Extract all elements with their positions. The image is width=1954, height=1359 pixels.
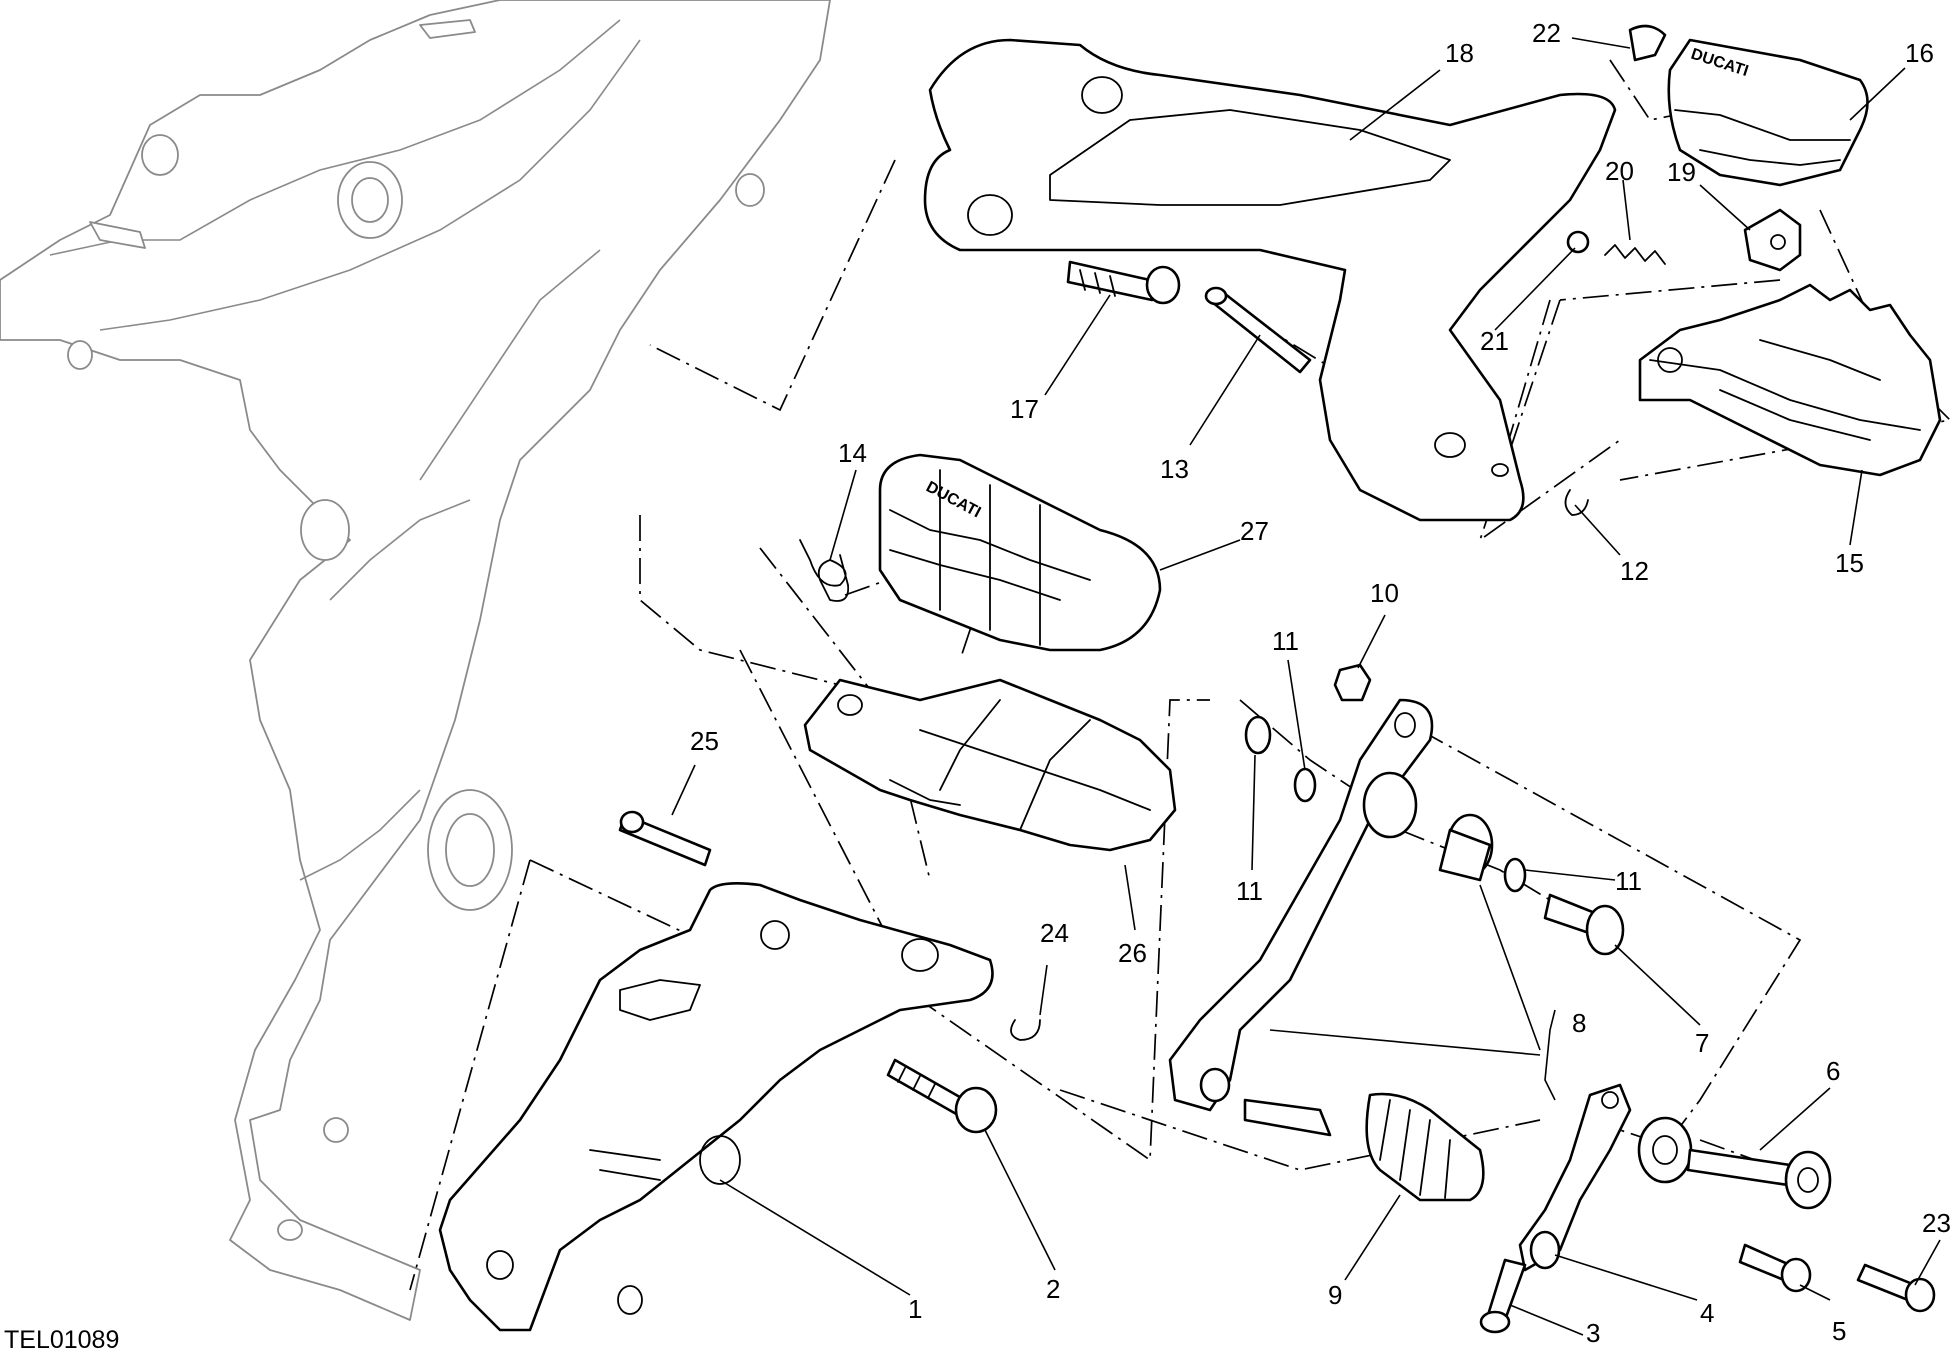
- drawing-code: TEL01089: [4, 1326, 120, 1354]
- part-27-serrated-footpeg: [803, 678, 1177, 852]
- part-24-bolt: [1856, 1263, 1936, 1313]
- label-4: 4: [1700, 1298, 1714, 1328]
- part-19-upper-footpeg-bracket: [923, 38, 1617, 522]
- part-18-bolt: [1066, 260, 1181, 305]
- label-19: 18: [1445, 38, 1474, 68]
- label-3: 3: [1586, 1318, 1600, 1348]
- label-8: 8: [1572, 1008, 1586, 1038]
- part-4-shift-arm: [1518, 1083, 1632, 1272]
- part-7-pivot-bolt: [1543, 893, 1625, 956]
- label-26: 25: [690, 726, 719, 756]
- part-21-spring: [1604, 244, 1666, 265]
- part-8-gear-shift-lever: [1168, 698, 1494, 1137]
- label-14: 13: [1160, 454, 1189, 484]
- label-28: 27: [1240, 516, 1269, 546]
- part-26-pin: [618, 810, 712, 867]
- label-9: 9: [1328, 1280, 1342, 1310]
- label-7: 7: [1695, 1028, 1709, 1058]
- label-2: 2: [1046, 1274, 1060, 1304]
- label-24: 23: [1922, 1208, 1951, 1238]
- label-5: 5: [1832, 1316, 1846, 1346]
- part-11-ring-upper: [1293, 767, 1317, 803]
- label-6: 6: [1826, 1056, 1840, 1086]
- label-10: 10: [1370, 578, 1399, 608]
- callout-labels: 22 16 18 20 19 21 17 13 12 15 27 14 10 1…: [690, 18, 1951, 1348]
- label-22: 21: [1480, 326, 1509, 356]
- part-12-washer: [1244, 715, 1272, 755]
- label-11-upper: 11: [1272, 626, 1299, 656]
- label-21: 20: [1605, 156, 1634, 186]
- label-1: 1: [908, 1294, 922, 1324]
- part-22-ball: [1566, 230, 1590, 254]
- part-2-bolt: [886, 1058, 998, 1134]
- label-11-lower: 11: [1615, 866, 1642, 896]
- frame-outline: [0, 0, 831, 1321]
- part-28-rubber-footpeg-pad: [878, 453, 1162, 652]
- part-11-ring-lower: [1503, 857, 1527, 893]
- label-17: 16: [1905, 38, 1934, 68]
- part-23-cap: [1628, 24, 1667, 62]
- leader-lines: [671, 37, 1941, 1336]
- part-15-spring: [799, 539, 850, 602]
- part-6-linkage-rod: [1637, 1116, 1832, 1210]
- label-18: 17: [1010, 394, 1039, 424]
- part-20-pawl: [1743, 208, 1802, 272]
- part-10-nut: [1333, 663, 1372, 702]
- part-3-bolt: [1479, 1258, 1527, 1334]
- part-5-bolt: [1738, 1243, 1812, 1293]
- part-14-pin: [1204, 286, 1312, 374]
- label-23: 22: [1532, 18, 1561, 48]
- label-12: 11: [1236, 876, 1263, 906]
- part-1-lower-footpeg-bracket: [438, 882, 994, 1332]
- label-16: 15: [1835, 548, 1864, 578]
- label-13: 12: [1620, 556, 1649, 586]
- label-25: 24: [1040, 918, 1069, 948]
- part-17-rubber-footpeg-pad: [1667, 38, 1869, 187]
- part-9-shift-rubber: [1365, 1092, 1485, 1202]
- part-25-clip: [1010, 1019, 1041, 1041]
- label-15: 14: [838, 438, 867, 468]
- label-27: 26: [1118, 938, 1147, 968]
- part-16-serrated-footpeg: [1638, 283, 1942, 477]
- part-13-clip: [1564, 489, 1589, 516]
- label-20: 19: [1667, 157, 1696, 187]
